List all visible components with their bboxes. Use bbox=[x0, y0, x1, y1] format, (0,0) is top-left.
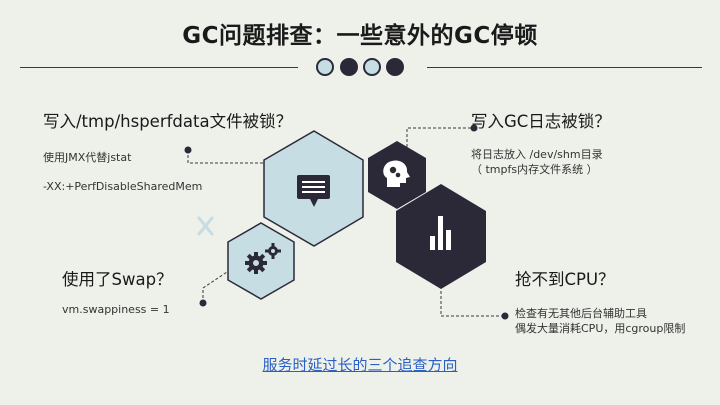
heading-tmp-lock: 写入/tmp/hsperfdata文件被锁？ bbox=[43, 112, 293, 131]
divider-dot-2 bbox=[340, 58, 358, 76]
text-tmp-line1: 使用JMX代替jstat bbox=[43, 151, 132, 164]
heading-cpu: 抢不到CPU？ bbox=[515, 270, 615, 289]
connector-dot-swap bbox=[199, 299, 207, 307]
text-tmp-line2: -XX:+PerfDisableSharedMem bbox=[43, 180, 203, 193]
divider-dot-1 bbox=[316, 58, 334, 76]
slide-title: GC问题排查：一些意外的GC停顿 bbox=[182, 23, 538, 49]
text-cpu-line2: 偶发大量消耗CPU，用cgroup限制 bbox=[515, 322, 686, 335]
connector-tmp bbox=[187, 150, 268, 164]
text-gclog-line2: （ tmpfs内存文件系统 ） bbox=[471, 163, 598, 176]
text-gclog-line1: 将日志放入 /dev/shm目录 bbox=[471, 148, 603, 161]
divider-dot-4 bbox=[386, 58, 404, 76]
connector-dot-cpu bbox=[501, 312, 509, 320]
chat-bubble-icon bbox=[297, 175, 330, 207]
connector-swap bbox=[202, 269, 231, 303]
connector-gclog bbox=[406, 127, 474, 152]
heading-swap: 使用了Swap？ bbox=[62, 270, 173, 289]
brain-gears-icon bbox=[383, 160, 410, 187]
connector-dot-gclog bbox=[470, 124, 478, 132]
gears-icon bbox=[245, 243, 281, 274]
heading-gclog-lock: 写入GC日志被锁？ bbox=[471, 112, 611, 131]
title-divider-left bbox=[20, 67, 298, 68]
footer-link[interactable]: 服务时延过长的三个追查方向 bbox=[262, 356, 458, 374]
connector-cpu bbox=[440, 291, 505, 317]
text-swap-line1: vm.swappiness = 1 bbox=[62, 303, 170, 316]
tools-icon bbox=[197, 216, 214, 236]
title-divider-right bbox=[427, 67, 702, 68]
bar-chart-icon bbox=[430, 216, 451, 250]
text-cpu-line1: 检查有无其他后台辅助工具 bbox=[515, 307, 647, 320]
divider-dot-3 bbox=[363, 58, 381, 76]
footer-link-wrap: 服务时延过长的三个追查方向 bbox=[0, 354, 720, 375]
connector-dot-tmp bbox=[184, 146, 192, 154]
